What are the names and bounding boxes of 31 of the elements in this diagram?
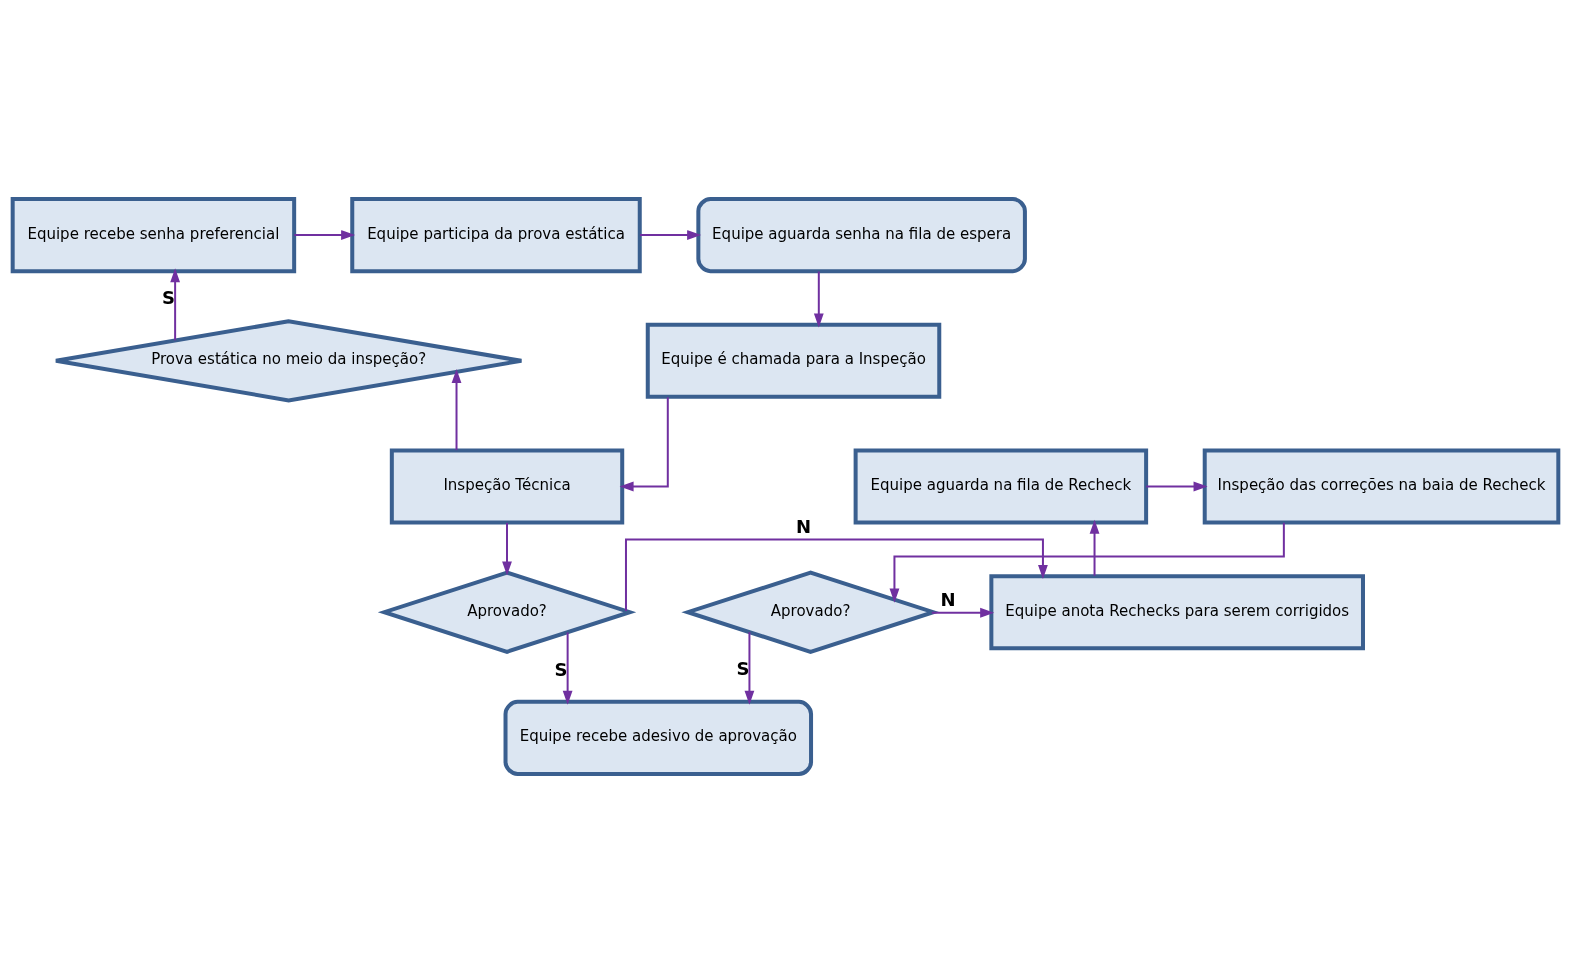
arrow xyxy=(293,230,356,240)
node-box: Equipe recebe senha preferencial xyxy=(10,197,297,274)
node-diamond: Prova estática no meio da inspeção? xyxy=(53,319,524,403)
node-box: Equipe aguarda senha na fila de espera xyxy=(696,197,1027,274)
node-box: Equipe é chamada para a Inspeção xyxy=(645,322,942,399)
edge-label: S xyxy=(554,658,568,680)
node-box: Inspeção Técnica xyxy=(389,448,625,525)
edge-label: S xyxy=(162,287,176,309)
node-diamond: Aprovado? xyxy=(377,570,637,654)
arrow xyxy=(813,270,824,328)
arrow xyxy=(1145,481,1208,492)
edge-label: S xyxy=(736,658,750,680)
arrow xyxy=(619,396,669,492)
edge-label: N xyxy=(795,515,811,537)
node-box: Inspeção das correções na baia de Recheck xyxy=(1202,448,1561,525)
arrow xyxy=(502,521,512,576)
arrow xyxy=(930,607,995,618)
node-box: Equipe recebe adesivo de aprovação xyxy=(503,699,814,776)
node-diamond: Aprovado? xyxy=(681,570,940,654)
arrow xyxy=(562,631,573,705)
edge-label: N xyxy=(940,589,956,611)
arrow xyxy=(889,521,1285,603)
arrow xyxy=(625,538,1048,612)
arrow xyxy=(1089,519,1100,577)
node-box: Equipe participa da prova estática xyxy=(350,197,642,274)
arrow xyxy=(639,230,702,240)
arrow xyxy=(170,268,181,342)
arrow xyxy=(451,368,462,452)
node-box: Equipe aguarda na fila de Recheck xyxy=(853,448,1149,525)
node-box: Equipe anota Rechecks para serem corrigidos xyxy=(989,574,1365,651)
arrow xyxy=(744,631,755,705)
